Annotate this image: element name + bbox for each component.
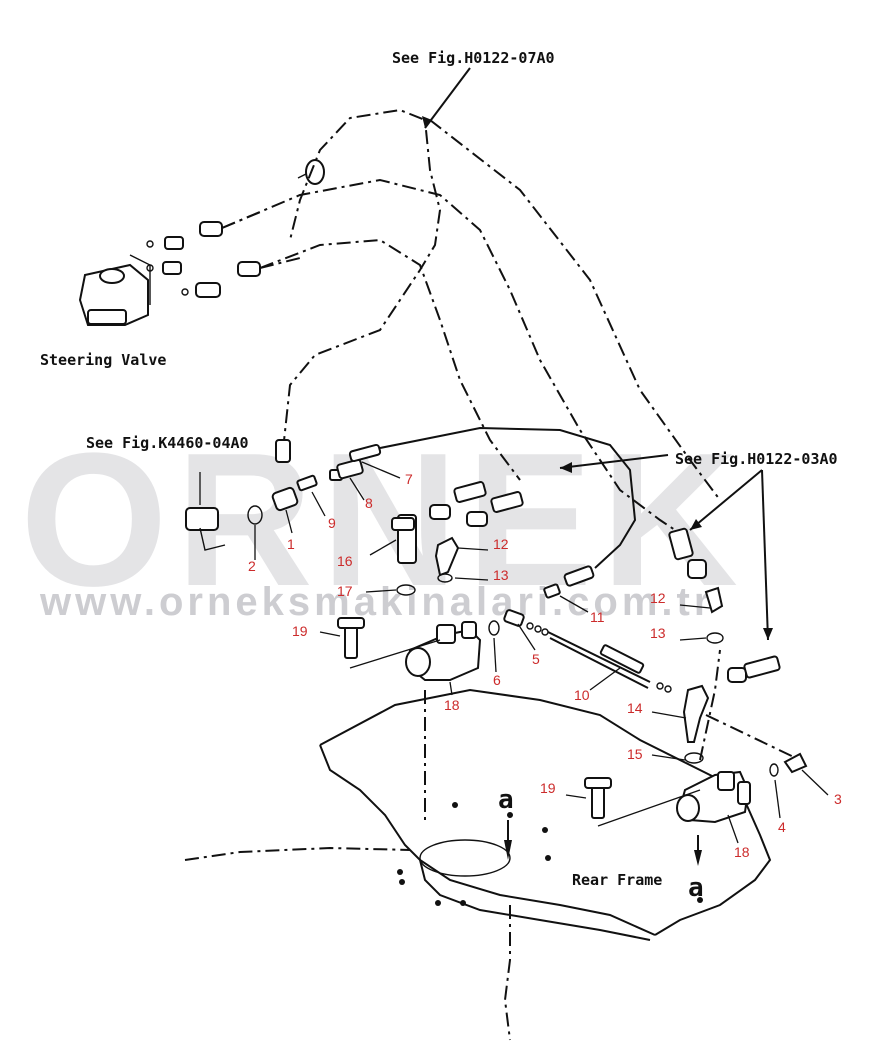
- callout-1: 1: [287, 536, 295, 552]
- left-fittings: [185, 426, 637, 596]
- callout-15: 15: [627, 746, 643, 762]
- marker-a-group: a a: [498, 785, 704, 903]
- steering-valve: [78, 159, 325, 326]
- ref-right: See Fig.H0122-03A0: [675, 450, 838, 468]
- callout-10: 10: [574, 687, 590, 703]
- rear-frame-label: Rear Frame: [572, 871, 662, 889]
- callout-12a: 12: [493, 536, 509, 552]
- right-fittings: [668, 527, 808, 777]
- callout-5: 5: [532, 651, 540, 667]
- ref-top: See Fig.H0122-07A0: [392, 49, 555, 67]
- callout-6: 6: [493, 672, 501, 688]
- reference-arrows: [422, 67, 773, 641]
- rear-frame: [184, 688, 772, 1041]
- callout-8: 8: [365, 495, 373, 511]
- callout-14: 14: [627, 700, 643, 716]
- hose-routes: [221, 108, 801, 820]
- steering-valve-label: Steering Valve: [40, 351, 166, 369]
- callout-3: 3: [834, 791, 842, 807]
- callout-13a: 13: [493, 567, 509, 583]
- callout-18b: 18: [734, 844, 750, 860]
- callout-12b: 12: [650, 590, 666, 606]
- block-right: [584, 770, 751, 827]
- callout-18a: 18: [444, 697, 460, 713]
- callout-16: 16: [337, 553, 353, 569]
- watermark-url: www.orneksmakinalari.com.tr: [39, 580, 713, 624]
- block-left: [337, 617, 500, 681]
- ref-left: See Fig.K4460-04A0: [86, 434, 249, 452]
- callout-9: 9: [328, 515, 336, 531]
- center-hose: [503, 565, 672, 693]
- marker-a-bottom: a: [688, 873, 704, 903]
- callout-13b: 13: [650, 625, 666, 641]
- callout-19b: 19: [540, 780, 556, 796]
- callout-4: 4: [778, 819, 786, 835]
- callouts: 1 2 3 4 5 6 7 8 9 10 11 12 12 13 13 14 1…: [248, 471, 842, 860]
- callout-2: 2: [248, 558, 256, 574]
- callout-11: 11: [590, 609, 605, 625]
- valve-fittings: [146, 159, 325, 298]
- callout-19a: 19: [292, 623, 308, 639]
- callout-leaders: [254, 461, 829, 844]
- marker-a-top: a: [498, 785, 514, 815]
- callout-17: 17: [337, 583, 353, 599]
- callout-7: 7: [405, 471, 413, 487]
